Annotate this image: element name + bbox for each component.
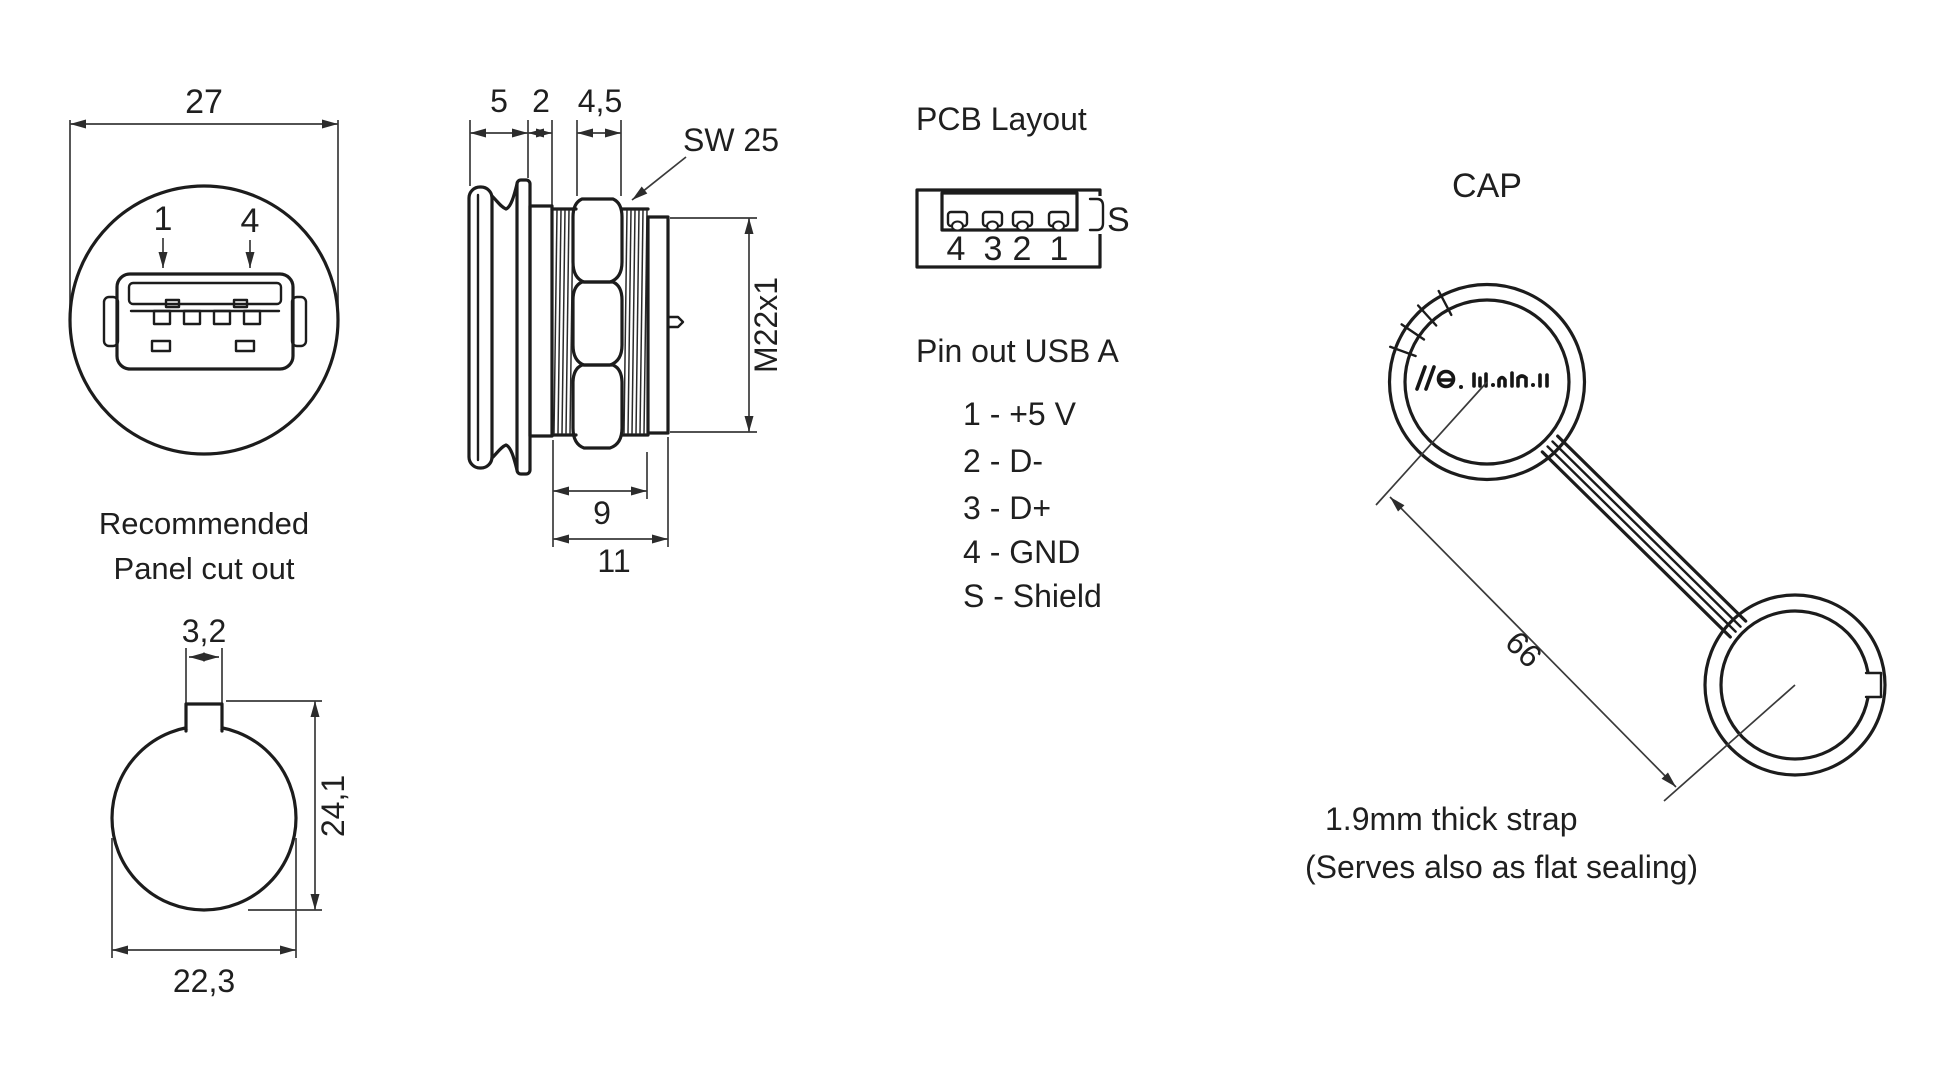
cap-view: CAP [1305,167,1887,885]
pinout-row: 1 - +5 V [963,396,1077,432]
caption-line2: Panel cut out [114,551,295,586]
pad-number: 2 [1013,230,1032,268]
tongue-notch [164,298,181,309]
cap-ring-inner [1403,298,1571,466]
contact-pad [152,309,172,326]
pad-row-outline [940,191,1079,232]
bezel-top-profile [490,182,519,211]
dim-label-11: 11 [597,543,630,579]
dim-label-height: 24,1 [315,775,351,837]
cap-strap [1540,434,1748,639]
bezel-lip [515,178,532,476]
flange-section [528,204,554,438]
side-view: 5 2 4,5 [467,83,784,579]
cap-plug-outer [1703,593,1887,777]
nut-facet [571,280,624,367]
dim-label-width: 22,3 [173,963,235,999]
dim-label-notch: 3,2 [182,613,226,649]
nut-facet [571,363,624,450]
pinout-row: 4 - GND [963,534,1080,570]
dim-label-diameter: 27 [185,83,223,121]
bezel-bottom-profile [490,443,519,472]
pcb-pin [666,315,685,329]
nut-facet [571,197,624,284]
shield-pad-bracket [1088,197,1105,232]
pinout-row: 2 - D- [963,443,1043,479]
front-view: 27 1 4 Recommended Panel cut out [68,83,340,586]
pad-notch [986,220,999,232]
tongue-bar [127,281,283,306]
thread-spec-label: M22x1 [748,277,784,373]
extension-line [1663,684,1796,802]
caption-line1: Recommended [99,506,309,541]
cap-ring-outer [1387,282,1587,482]
key-notch [1864,671,1883,699]
dim-label-66: 66 [1498,624,1549,675]
dimension-line-66 [1389,496,1677,788]
pad-notch [1016,220,1029,232]
thread-lines-left [553,209,574,435]
panel-cutout-view: 3,2 24,1 22,3 [110,613,351,999]
cap-logo-marks [1415,365,1549,391]
tongue-notch [232,298,249,309]
wrench-size-label: SW 25 [683,122,779,158]
rear-body [646,215,670,435]
notch-mask [187,702,221,729]
key-notch-mask [1860,674,1874,696]
bezel-circle [68,184,340,456]
pcb-layout: PCB Layout 4 3 2 1 S [915,101,1130,269]
edge-gap-mask [1094,196,1108,234]
seal-ring [467,185,494,470]
shield-label: S [1107,201,1130,239]
pinout-row: 3 - D+ [963,490,1051,526]
dim-label-bezel: 5 [490,83,508,119]
pad-number: 4 [947,230,966,268]
bottom-slot [234,339,256,353]
bottom-slot [150,339,172,353]
cap-ring-serrations [1388,289,1453,358]
solder-pads [946,210,1070,232]
cutout-circle [110,724,298,912]
wrench-leader-arrow [631,156,687,201]
extension-line [1375,381,1488,506]
pinout-list: Pin out USB A 1 - +5 V 2 - D- 3 - D+ 4 -… [916,333,1119,614]
dim-label-nut: 4,5 [578,83,622,119]
pad-notch [1052,220,1065,232]
pin4-label: 4 [241,202,260,240]
strap-note-line1: 1.9mm thick strap [1325,801,1578,837]
pinout-row: S - Shield [963,578,1102,614]
thread-lines-right [623,209,648,435]
cap-title: CAP [1452,167,1522,205]
pad-number: 1 [1050,230,1069,268]
usb-a-receptacle [102,272,308,371]
dim-label-flange: 2 [532,83,550,119]
pin1-label: 1 [154,200,173,238]
pad-notch [951,220,964,232]
contact-pad [212,309,232,326]
hex-nut [571,197,624,450]
dim-label-9: 9 [593,495,611,531]
pad-number: 3 [984,230,1003,268]
cutout-notch [184,702,224,733]
pcb-layout-title: PCB Layout [916,101,1087,137]
shell-outline [115,272,295,371]
contact-pad [182,309,202,326]
strap-note-line2: (Serves also as flat sealing) [1305,849,1698,885]
pinout-title: Pin out USB A [916,333,1119,369]
contact-pad [242,309,262,326]
connector-body [467,178,685,476]
